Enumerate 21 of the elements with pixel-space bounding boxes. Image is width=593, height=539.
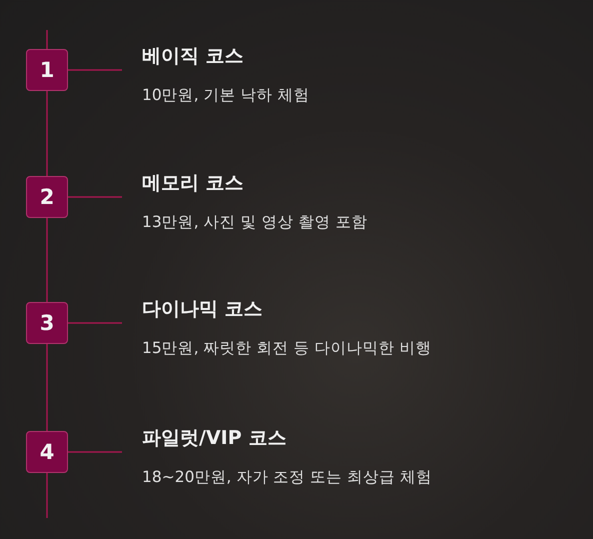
course-title: 다이나믹 코스 <box>142 297 264 321</box>
connector-line <box>46 218 48 302</box>
connector-line <box>46 344 48 431</box>
step-number-badge: 4 <box>26 431 68 473</box>
course-title: 베이직 코스 <box>142 44 245 68</box>
connector-line <box>68 451 122 453</box>
connector-line <box>46 473 48 518</box>
course-title: 파일럿/VIP 코스 <box>142 426 288 450</box>
course-description: 10만원, 기본 낙하 체험 <box>142 85 310 105</box>
connector-line <box>46 91 48 176</box>
connector-line <box>68 196 122 198</box>
step-number-badge: 1 <box>26 49 68 91</box>
step-number-badge: 2 <box>26 176 68 218</box>
connector-line <box>68 69 122 71</box>
course-description: 18~20만원, 자가 조정 또는 최상급 체험 <box>142 467 433 487</box>
course-title: 메모리 코스 <box>142 171 245 195</box>
course-description: 13만원, 사진 및 영상 촬영 포함 <box>142 212 368 232</box>
step-number-badge: 3 <box>26 302 68 344</box>
connector-line <box>46 30 48 49</box>
connector-line <box>68 322 122 324</box>
course-description: 15만원, 짜릿한 회전 등 다이나믹한 비행 <box>142 338 432 358</box>
